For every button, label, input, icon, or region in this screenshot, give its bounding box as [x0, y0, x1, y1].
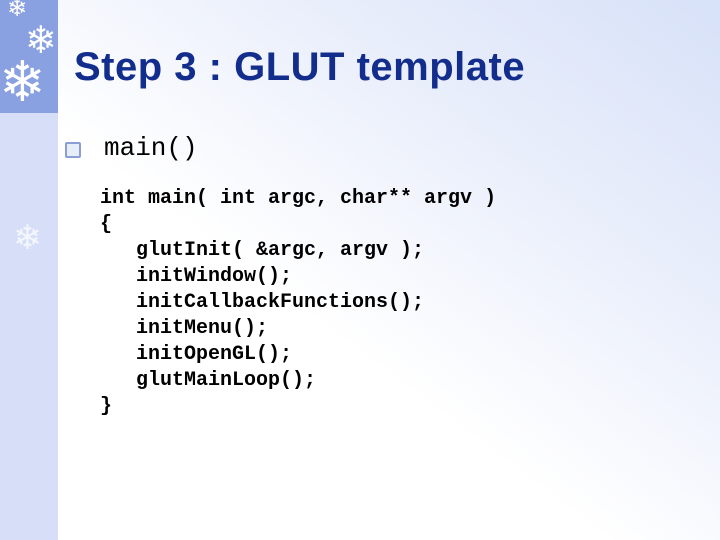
code-line: initMenu(); [100, 317, 269, 340]
code-line: initWindow(); [100, 265, 293, 288]
code-line: glutMainLoop(); [100, 369, 317, 392]
snowflake-icon: ❄ [25, 18, 57, 62]
code-line: { [100, 213, 113, 236]
snowflake-icon: ❄ [0, 50, 46, 115]
bullet-square-icon [65, 142, 81, 158]
sidebar-panel: ❄ [0, 113, 58, 540]
slide-title: Step 3 : GLUT template [74, 45, 526, 89]
snowflake-icon: ❄ [7, 0, 28, 22]
code-line: initCallbackFunctions(); [100, 291, 425, 314]
code-line: glutInit( &argc, argv ); [100, 239, 425, 262]
snowflake-icon: ❄ [13, 218, 42, 258]
code-line: initOpenGL(); [100, 343, 293, 366]
code-line: int main( int argc, char** argv ) [100, 187, 497, 210]
code-line: } [100, 395, 113, 418]
sidebar-snowflake-band: ❄ ❄ ❄ [0, 0, 58, 113]
bullet-item-label: main() [104, 133, 198, 163]
code-block: int main( int argc, char** argv ) { glutI… [100, 186, 496, 420]
